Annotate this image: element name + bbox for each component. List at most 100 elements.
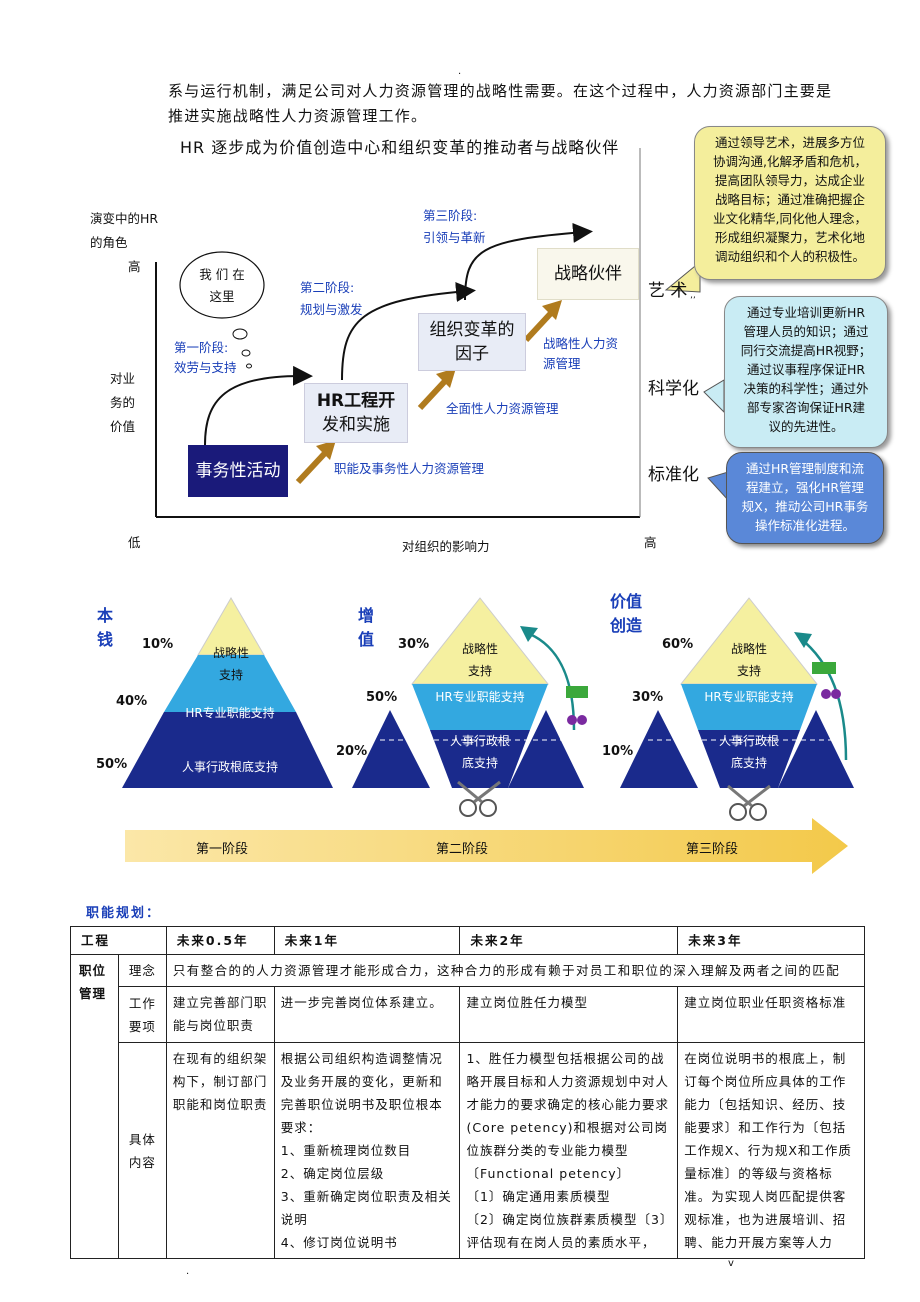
phase-2: 第二阶段 <box>436 842 489 857</box>
p1-pct-mid: 40% <box>116 694 148 709</box>
detail-label: 具体内容 <box>117 1042 167 1259</box>
side-label-standard: 标准化 <box>648 465 699 485</box>
p1-mid-layer <box>164 655 296 712</box>
p2-pct-mid: 50% <box>366 690 398 705</box>
intro-line-2: 推进实施战略性人力资源管理工作。 <box>168 107 428 125</box>
p3-title: 价值 创造 <box>610 592 643 635</box>
side-label-science: 科学化 <box>648 379 699 399</box>
p2-money-icon <box>566 686 588 698</box>
arrow-label-2: 全面性人力资源管理 <box>446 401 559 416</box>
callout-standard-pointer <box>707 471 729 502</box>
y-value-label-3: 价值 <box>110 419 136 434</box>
work-cell-3: 建立岗位胜任力模型 <box>459 986 679 1043</box>
p1-bottom-layer <box>122 712 333 788</box>
p2-up-arrow <box>524 630 576 731</box>
work-label: 工作要项 <box>117 986 167 1043</box>
stage2-curve <box>341 282 476 381</box>
p3-scissors-icon <box>729 803 747 821</box>
stage3-curve <box>464 222 593 301</box>
box-transactional: 事务性活动 <box>188 445 288 497</box>
detail-cell-1: 在现有的组织架构下，制订部门职能和岗位职责 <box>165 1042 275 1259</box>
planning-heading: 职能规划： <box>86 906 162 921</box>
work-cell-2: 进一步完善岗位体系建立。 <box>273 986 461 1043</box>
p3-up-arrow <box>799 637 848 761</box>
detail-cell-4: 在岗位说明书的根底上，制订每个岗位所应具体的工作能力〔包括知识、经历、技能要求〕… <box>677 1042 865 1259</box>
p2-title: 增 值 <box>358 606 375 649</box>
p1-title: 本 钱 <box>97 606 114 649</box>
table-row-work: 工作要项 建立完善部门职能与岗位职责 进一步完善岗位体系建立。 建立岗位胜任力模… <box>71 986 865 1043</box>
p1-mid-text: HR专业职能支持 <box>185 706 275 720</box>
phase-1: 第一阶段 <box>196 842 249 857</box>
p3-mid-text: HR专业职能支持 <box>704 690 794 704</box>
side-label-art: 艺 术 <box>648 281 688 301</box>
p3-money-icon <box>812 662 836 674</box>
intro-line-1: 系与运行机制，满足公司对人力资源管理的战略性需要。在这个过程中，人力资源部门主要… <box>168 82 833 100</box>
box-change-agent: 组织变革的因子 <box>418 313 526 371</box>
phase-band-arrow <box>125 818 848 874</box>
diagram-graphics <box>155 148 729 518</box>
header-two-year: 未来2年 <box>459 926 679 955</box>
p3-pct-top: 60% <box>662 637 694 652</box>
arrow-label-3: 战略性人力资 源管理 <box>543 336 619 371</box>
table-row-concept: 职位管理 理念 只有整合的的人力资源管理才能形成合力，这种合力的形成有赖于对员工… <box>70 954 866 1259</box>
y-value-label-2: 务的 <box>110 395 136 410</box>
p3-mid-layer <box>681 684 817 730</box>
p3-people-icon <box>821 689 831 699</box>
gold-arrow-1 <box>295 449 329 485</box>
footer-left: . <box>186 1266 190 1277</box>
arrow-label-1: 职能及事务性人力资源管理 <box>334 461 485 476</box>
p3-bottom-layer <box>698 730 800 788</box>
concept-label: 理念 <box>117 954 167 987</box>
p1-pct-bottom: 50% <box>96 757 128 772</box>
work-cell-1: 建立完善部门职能与岗位职责 <box>165 986 275 1043</box>
p2-mid-layer <box>412 684 548 730</box>
p3-top-text: 战略性 支持 <box>730 642 767 678</box>
y-axis-high: 高 <box>128 259 141 274</box>
p1-bottom-text: 人事行政根底支持 <box>181 760 278 774</box>
callout-science: 通过专业培训更新HR 管理人员的知识；通过 同行交流提高HR视野； 通过议事程序… <box>724 296 888 448</box>
header-one-year: 未来1年 <box>273 926 461 955</box>
x-axis-high: 高 <box>644 535 657 550</box>
p3-pct-mid: 30% <box>632 690 664 705</box>
p3-pct-bottom: 10% <box>602 744 634 759</box>
thought-bubble-text: 我 们 在 这里 <box>199 267 245 304</box>
header-project: 工程 <box>70 926 167 955</box>
header-half-year: 未来0.5年 <box>165 926 275 955</box>
gold-arrow-2 <box>417 377 449 411</box>
detail-cell-3: 1、胜任力模型包括根据公司的战略开展目标和人力资源规划中对人才能力的要求确定的核… <box>459 1042 679 1259</box>
planning-table: 工程 未来0.5年 未来1年 未来2年 未来3年 职位管理 理念 只有整合的的人… <box>70 926 866 1259</box>
top-dot: . <box>458 66 462 77</box>
p2-bottom-layer <box>430 730 530 788</box>
callout-science-pointer <box>703 379 725 414</box>
p2-people-icon <box>567 715 577 725</box>
p1-pct-top: 10% <box>142 637 174 652</box>
thought-bubble <box>179 251 265 319</box>
footer-right: v <box>728 1258 734 1269</box>
diagram-title: HR 逐步成为价值创造中心和组织变革的推动者与战略伙伴 <box>180 138 620 157</box>
y-axis-low: 低 <box>128 535 141 550</box>
callout-art: 通过领导艺术，进展多方位 协调沟通,化解矛盾和危机， 提高团队领导力，达成企业 … <box>694 126 886 280</box>
phase-3: 第三阶段 <box>686 842 739 857</box>
box-hr-projects: HR工程开发和实施 <box>304 383 408 443</box>
p1-top-text: 战略性 支持 <box>212 646 249 682</box>
table-header-row: 工程 未来0.5年 未来1年 未来2年 未来3年 <box>70 926 865 955</box>
header-three-year: 未来3年 <box>677 926 865 955</box>
side-label-art-mark: ’’ <box>690 296 696 306</box>
section-label: 职位管理 <box>70 954 119 1259</box>
x-axis-label: 对组织的影响力 <box>402 539 490 554</box>
detail-cell-2: 根据公司组织构造调整情况及业务开展的变化，更新和完善职位说明书及职位根本要求： … <box>273 1042 461 1259</box>
stage3-label: 第三阶段: 引领与革新 <box>423 208 486 245</box>
p2-scissors-icon <box>459 799 477 817</box>
y-value-label-1: 对业 <box>110 371 136 386</box>
gold-arrow-3 <box>523 309 555 343</box>
p3-bottom-text: 人事行政根 底支持 <box>718 734 779 770</box>
stage2-label: 第二阶段: 规划与激发 <box>300 280 363 317</box>
stage1-curve <box>204 365 313 446</box>
p2-mid-text: HR专业职能支持 <box>435 690 525 704</box>
pyramids-graphics <box>122 597 854 874</box>
y-axis-title-line1: 演变中的HR <box>90 211 159 226</box>
box-strategic-partner: 战略伙伴 <box>537 248 639 300</box>
work-cell-4: 建立岗位职业任职资格标准 <box>677 986 865 1043</box>
p2-bottom-text: 人事行政根 底支持 <box>449 734 510 770</box>
stage1-label: 第一阶段: 效劳与支持 <box>174 340 237 375</box>
